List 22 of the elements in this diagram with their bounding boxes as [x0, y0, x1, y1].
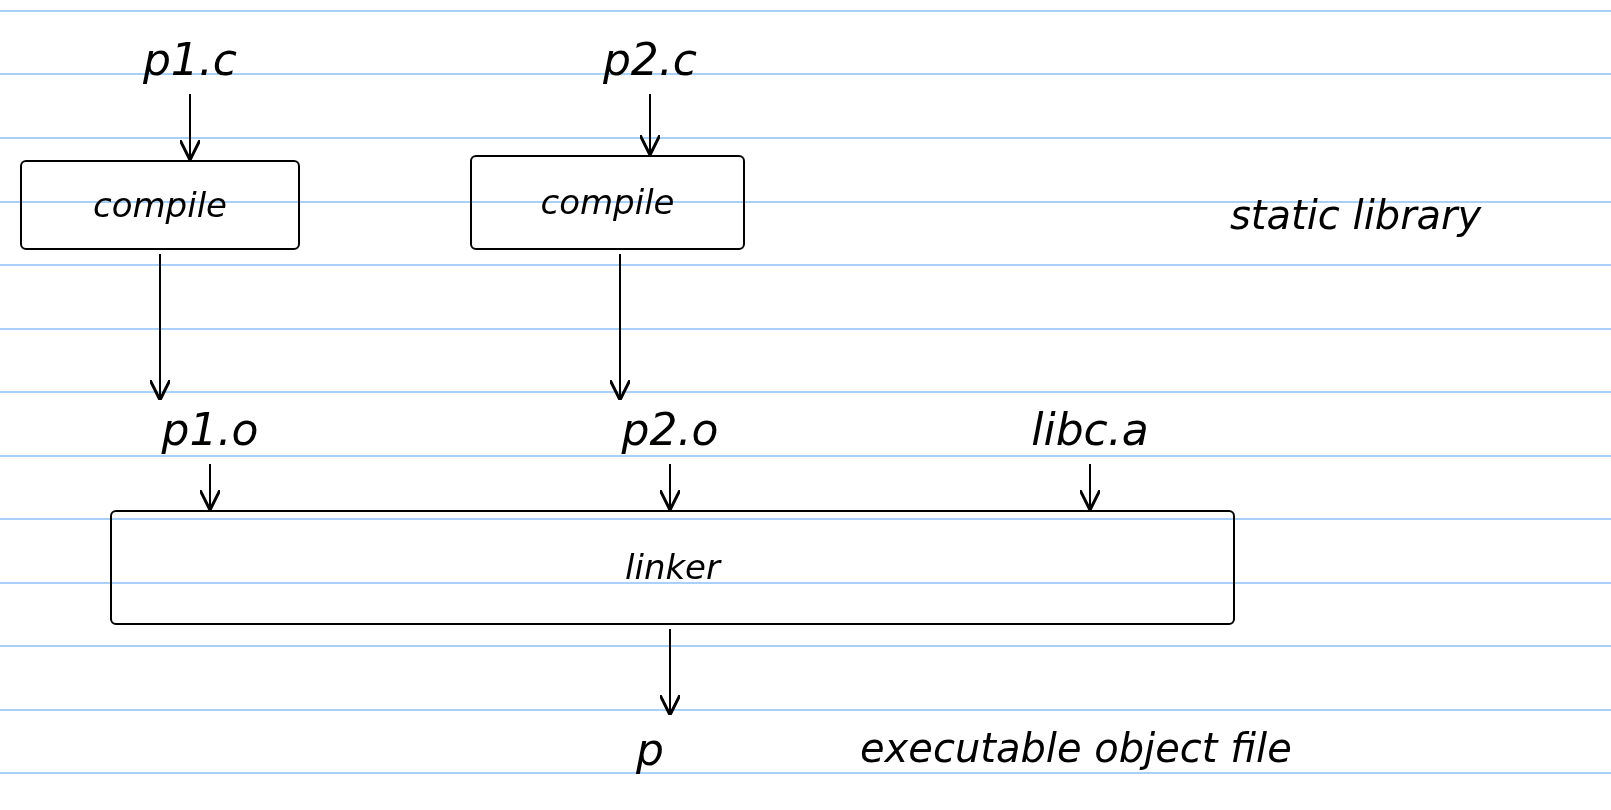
file-name-text: p: [636, 723, 664, 777]
file-name-text: p2.c: [602, 33, 698, 87]
process-box: [470, 155, 745, 250]
arrow: [658, 463, 682, 512]
arrow: [148, 253, 172, 402]
arrow: [198, 463, 222, 512]
annotation-text: static library: [1230, 191, 1482, 240]
annotation-text: executable object file: [860, 724, 1292, 773]
process-box: [20, 160, 300, 250]
file-name-text: p1.c: [142, 33, 238, 87]
process-box: [110, 510, 1235, 625]
arrow: [178, 93, 202, 162]
arrow: [608, 253, 632, 402]
arrow: [658, 628, 682, 717]
file-name-text: p2.o: [621, 403, 719, 457]
file-name-text: libc.a: [1031, 403, 1149, 457]
arrow: [1078, 463, 1102, 512]
process-label: compile: [540, 181, 675, 224]
arrow: [638, 93, 662, 157]
process-label: compile: [93, 183, 227, 227]
process-label: linker: [625, 546, 720, 589]
file-name-text: p1.o: [161, 403, 259, 457]
